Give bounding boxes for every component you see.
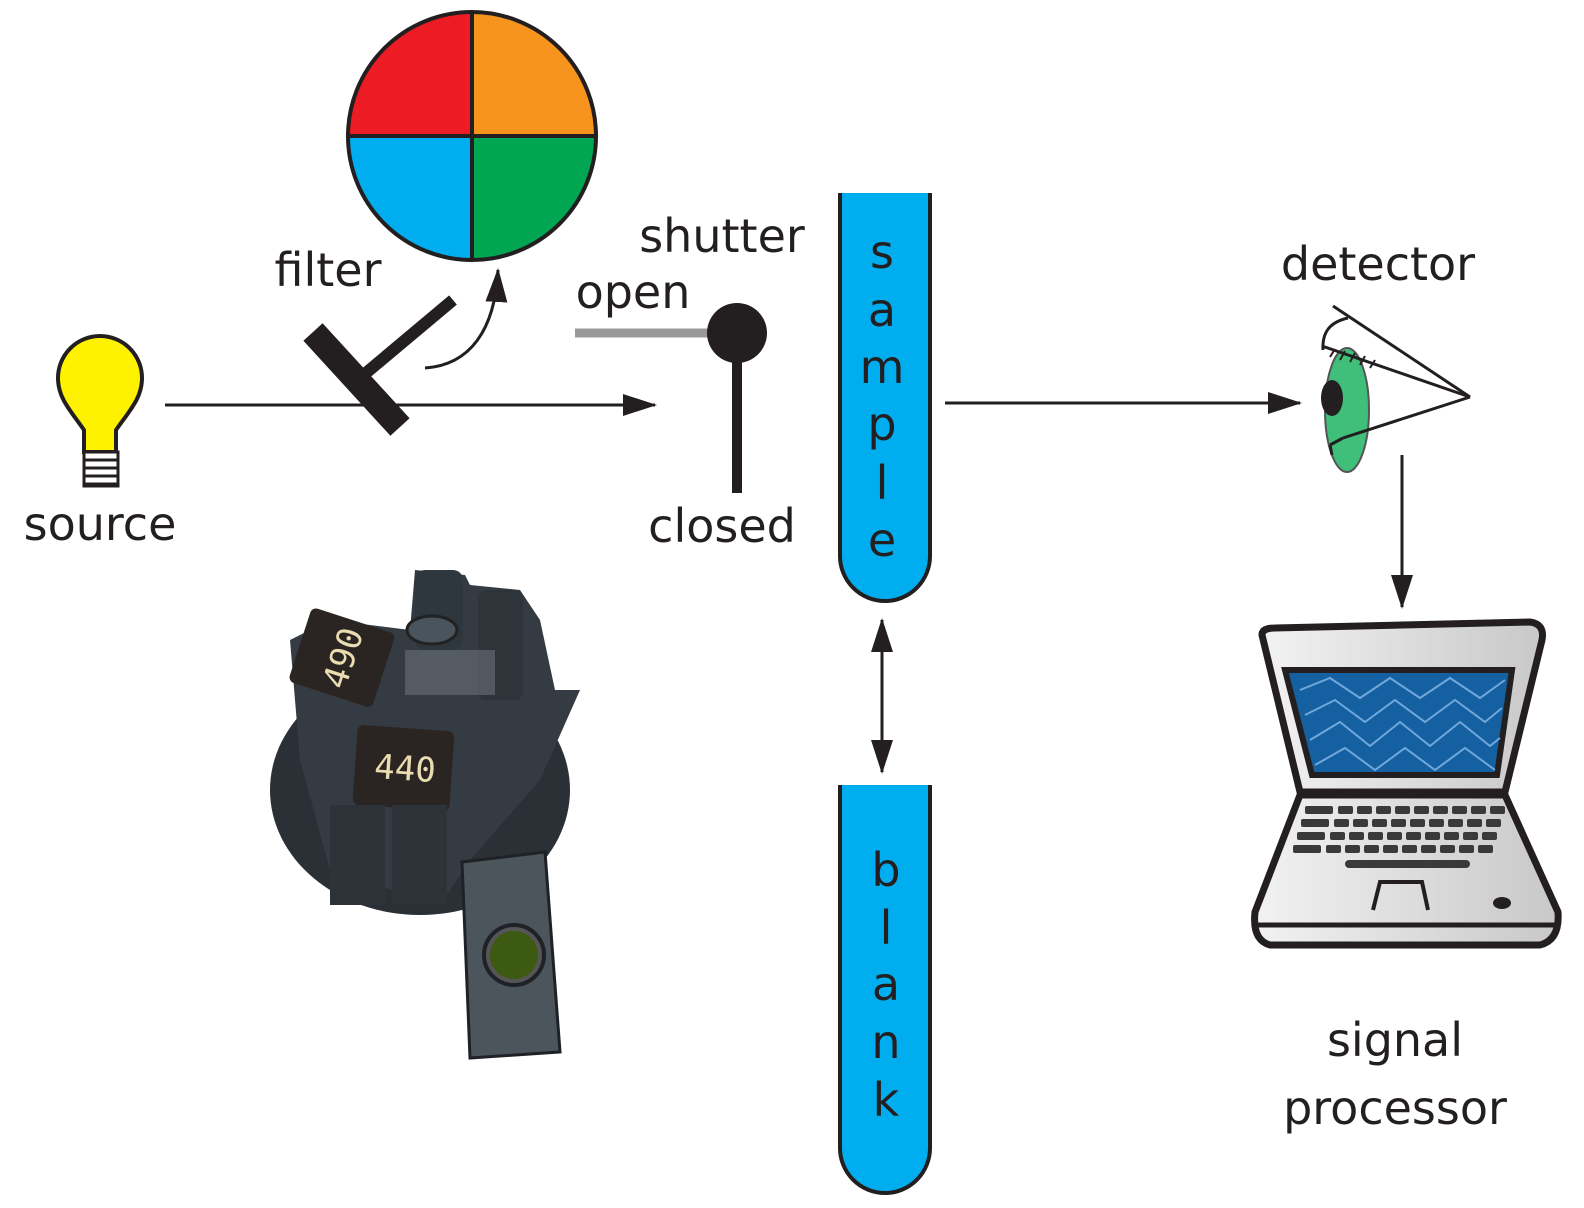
- keyboard-key: [1357, 806, 1372, 814]
- keyboard-key: [1364, 845, 1379, 853]
- filter-440-label: 440: [373, 747, 437, 791]
- keyboard-key: [1410, 819, 1425, 827]
- keyboard-key: [1293, 845, 1321, 853]
- keyboard-key: [1334, 819, 1349, 827]
- detector-label: detector: [1281, 237, 1475, 291]
- keyboard-key: [1395, 806, 1410, 814]
- signal-processor-label-line1: signal: [1327, 1013, 1463, 1067]
- keyboard-key: [1440, 845, 1455, 853]
- sample-cuvette[interactable]: s a m p l e: [838, 193, 932, 603]
- blank-letter: a: [872, 957, 900, 1011]
- blank-letter: b: [871, 843, 900, 897]
- keyboard-key: [1433, 806, 1448, 814]
- sample-letter: a: [868, 283, 896, 337]
- blank-letter: l: [880, 901, 893, 955]
- keyboard-key: [1406, 832, 1421, 840]
- sample-letter: p: [867, 397, 896, 451]
- sample-letter: e: [868, 513, 896, 567]
- keyboard-key: [1425, 832, 1440, 840]
- keyboard-key: [1482, 832, 1497, 840]
- closed-label: closed: [648, 499, 796, 553]
- keyboard-key: [1330, 832, 1345, 840]
- open-label: open: [576, 265, 691, 319]
- keyboard-key: [1372, 819, 1387, 827]
- light-bulb-icon: [55, 334, 145, 488]
- keyboard-key: [1387, 832, 1402, 840]
- filter-holder-icon: [303, 295, 457, 436]
- shutter-label: shutter: [639, 209, 805, 263]
- keyboard-key: [1326, 845, 1341, 853]
- eye-icon: [1321, 304, 1471, 473]
- keyboard-key: [1467, 819, 1482, 827]
- sample-letter: s: [870, 225, 894, 279]
- rotate-arrow: [424, 268, 508, 370]
- keyboard-key: [1345, 845, 1360, 853]
- filter-wheel-icon: [346, 10, 598, 262]
- keyboard-key: [1414, 806, 1429, 814]
- keyboard-key: [1459, 845, 1474, 853]
- keyboard-key: [1349, 832, 1364, 840]
- keyboard-key: [1376, 806, 1391, 814]
- keyboard-key: [1486, 819, 1501, 827]
- shutter-icon: [575, 303, 767, 493]
- spacebar-key: [1345, 860, 1470, 868]
- source-label: source: [24, 497, 177, 551]
- keyboard-key: [1301, 819, 1329, 827]
- blank-letter: n: [871, 1015, 900, 1069]
- keyboard-key: [1429, 819, 1444, 827]
- sample-letter: m: [860, 340, 905, 394]
- keyboard-key: [1338, 806, 1353, 814]
- sample-letter: l: [876, 456, 889, 510]
- blank-cuvette[interactable]: b l a n k: [838, 785, 932, 1195]
- blank-letter: k: [873, 1073, 900, 1127]
- keyboard-key: [1478, 845, 1493, 853]
- keyboard-key: [1305, 806, 1333, 814]
- keyboard-key: [1383, 845, 1398, 853]
- keyboard-key: [1391, 819, 1406, 827]
- keyboard-key: [1448, 819, 1463, 827]
- keyboard-key: [1452, 806, 1467, 814]
- filter-wheel-photo: 490 440: [270, 570, 580, 1060]
- keyboard-key: [1490, 806, 1505, 814]
- laptop-icon: [1251, 618, 1562, 949]
- keyboard-key: [1471, 806, 1486, 814]
- keyboard-key: [1368, 832, 1383, 840]
- keyboard-key: [1421, 845, 1436, 853]
- keyboard-key: [1444, 832, 1459, 840]
- signal-processor-label-line2: processor: [1283, 1081, 1507, 1135]
- keyboard-key: [1353, 819, 1368, 827]
- keyboard-key: [1463, 832, 1478, 840]
- keyboard-key: [1402, 845, 1417, 853]
- keyboard-key: [1297, 832, 1325, 840]
- filter-label: filter: [274, 243, 381, 297]
